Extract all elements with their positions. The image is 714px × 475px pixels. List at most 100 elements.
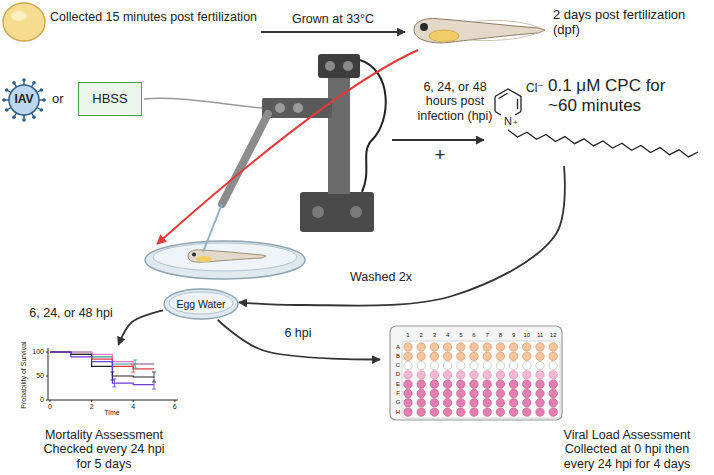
edge-label: 6, 24, or 48 hpi xyxy=(27,306,114,320)
survival-chart xyxy=(48,348,49,400)
plate-well xyxy=(509,371,517,379)
plate-well xyxy=(404,408,412,416)
petri-dish xyxy=(188,250,266,263)
zebrafish-larva xyxy=(470,20,544,40)
plate-well xyxy=(443,343,451,351)
plate-well xyxy=(496,361,504,369)
egg-drawing xyxy=(3,3,45,41)
connector-word: or xyxy=(52,92,64,107)
microinjector xyxy=(318,54,360,78)
node-text: Collected 15 minutes post fertilization xyxy=(50,10,257,24)
virus-spike xyxy=(40,88,44,92)
dish-rim xyxy=(164,289,238,319)
virus-spike xyxy=(22,78,26,82)
plate-well xyxy=(483,361,491,369)
plate-well xyxy=(536,343,544,351)
petri-dish xyxy=(192,253,196,257)
tick-label: 50 xyxy=(36,372,44,380)
column-label: 8 xyxy=(499,332,502,339)
plate-well xyxy=(470,343,478,351)
plate-well xyxy=(470,352,478,360)
plate-well xyxy=(523,352,531,360)
plate-well xyxy=(496,399,504,407)
edge-label: Washed 2x xyxy=(348,270,414,284)
plate-well xyxy=(417,399,425,407)
atom-label: N xyxy=(504,115,512,128)
virus-spike xyxy=(42,98,46,102)
survival-chart xyxy=(174,400,175,402)
plate-well xyxy=(470,361,478,369)
plate-well xyxy=(404,371,412,379)
axis-title: Time xyxy=(104,409,119,417)
plus-sign: + xyxy=(435,145,446,166)
plate-well xyxy=(417,371,425,379)
column-label: 4 xyxy=(446,332,449,339)
microinjector xyxy=(312,206,324,218)
plate-well xyxy=(417,408,425,416)
plate-well xyxy=(404,399,412,407)
well-plate xyxy=(402,341,560,418)
plate-wells xyxy=(404,343,558,417)
node-text: 0.1 μM CPC for ~60 minutes xyxy=(548,76,683,115)
plate-well xyxy=(523,399,531,407)
virus-spike xyxy=(12,81,16,85)
row-label: D xyxy=(396,371,400,378)
cpc-molecule xyxy=(495,89,521,112)
plate-well xyxy=(430,389,438,397)
survival-chart xyxy=(46,352,48,353)
plate-well xyxy=(457,343,465,351)
plate-well xyxy=(536,408,544,416)
survival-chart xyxy=(91,400,92,402)
tick-label: 0 xyxy=(48,403,52,411)
plate-well xyxy=(523,408,531,416)
plate-well xyxy=(443,380,451,388)
zebrafish-larva xyxy=(414,18,545,42)
plate-well xyxy=(509,361,517,369)
plate-well xyxy=(404,389,412,397)
plate-well xyxy=(536,380,544,388)
plate-well xyxy=(457,389,465,397)
cpc-molecule xyxy=(495,112,501,115)
virus-spike xyxy=(22,118,26,122)
survival-chart xyxy=(152,380,156,389)
plate-well xyxy=(509,343,517,351)
plate-well xyxy=(536,399,544,407)
plate-well xyxy=(470,408,478,416)
plate-well xyxy=(483,380,491,388)
column-label: 9 xyxy=(512,332,515,339)
plate-well xyxy=(509,380,517,388)
plate-well xyxy=(443,399,451,407)
tick-label: 2 xyxy=(90,403,94,411)
plate-well xyxy=(536,352,544,360)
plate-well xyxy=(470,380,478,388)
plate-well xyxy=(536,389,544,397)
column-label: 3 xyxy=(433,332,436,339)
transfer-arrow xyxy=(157,50,418,244)
plate-well xyxy=(443,352,451,360)
plate-well xyxy=(549,399,557,407)
plate-well xyxy=(483,371,491,379)
axis-title: Probability of Survival xyxy=(20,341,28,408)
node-text: Mortality Assessment Checked every 24 hp… xyxy=(39,428,169,471)
cpc-molecule xyxy=(499,93,508,98)
plate-well xyxy=(496,380,504,388)
plate-well xyxy=(430,343,438,351)
chart-panel: Mortality Assessment Checked every 24 hp… xyxy=(14,345,194,472)
virus-spike xyxy=(5,88,9,92)
column-label: 2 xyxy=(420,332,423,339)
edge-label: Grown at 33°C xyxy=(290,12,376,26)
time-note: 6, 24, or 48 hours post infection (hpi) xyxy=(409,80,501,123)
plate-well xyxy=(483,343,491,351)
node-text: Viral Load Assessment Collected at 0 hpi… xyxy=(552,428,702,471)
row-label: H xyxy=(396,409,400,416)
plate-well xyxy=(496,389,504,397)
well-plate xyxy=(390,326,562,420)
plate-well xyxy=(536,361,544,369)
plate-well xyxy=(549,371,557,379)
virus-spike xyxy=(2,98,6,102)
plate-well xyxy=(417,380,425,388)
plate-well xyxy=(457,399,465,407)
column-label: 6 xyxy=(472,332,475,339)
